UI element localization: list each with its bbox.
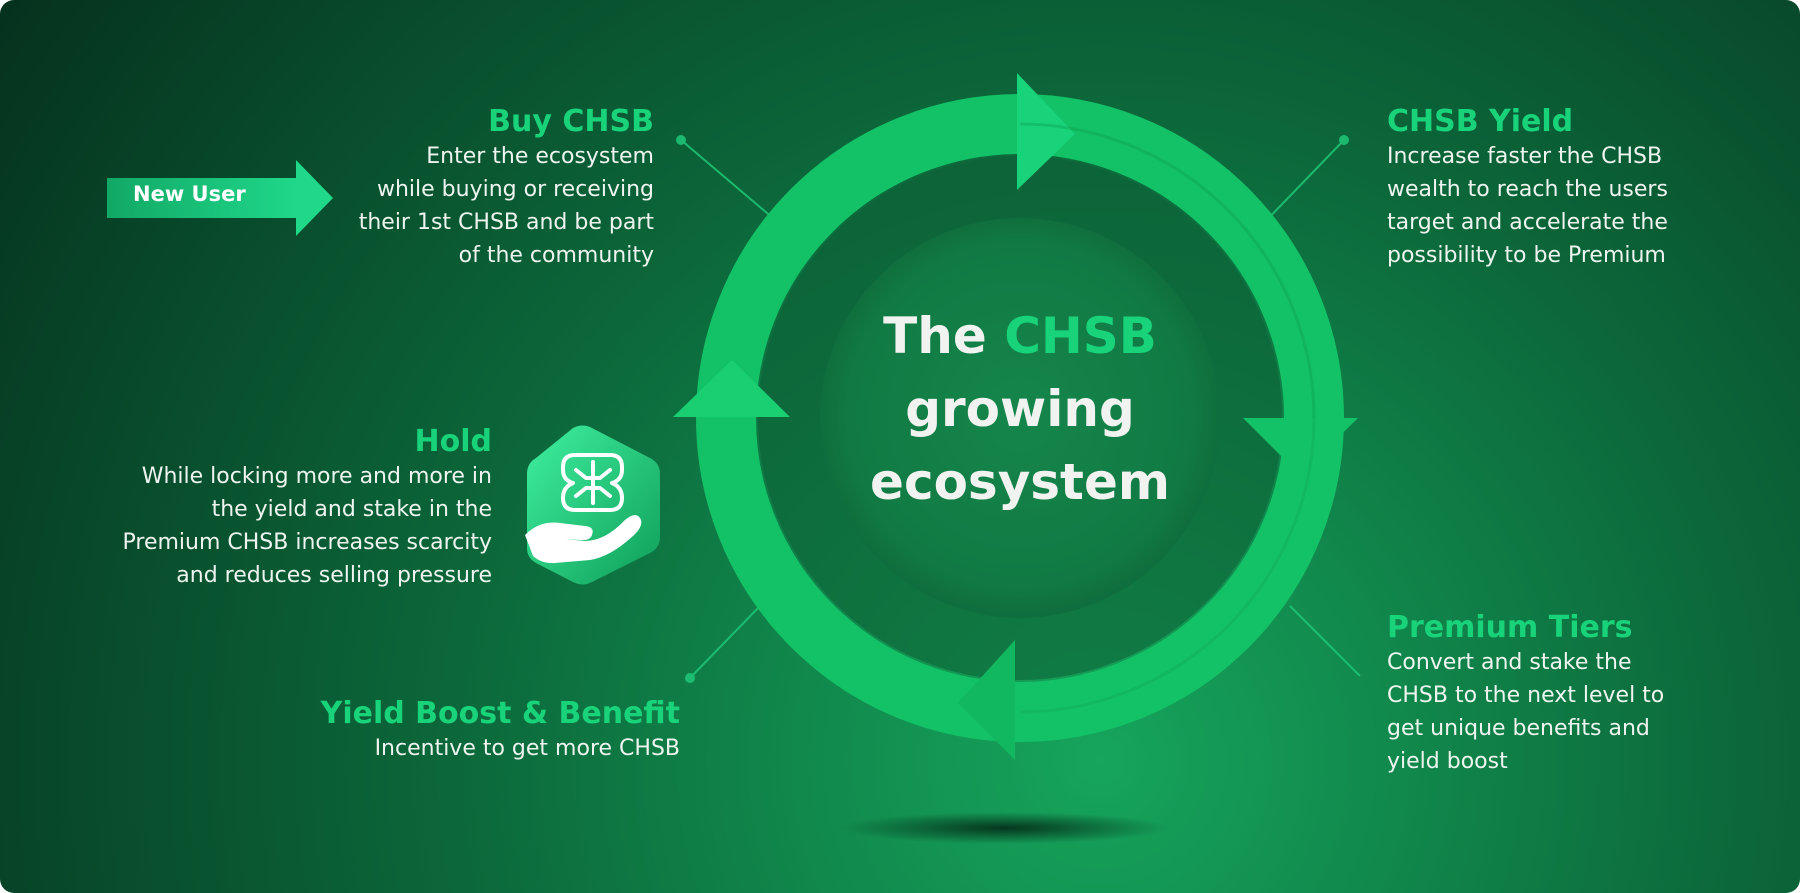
step-premium-line-2: CHSB to the next level to <box>1387 683 1665 708</box>
step-yield-line-2: wealth to reach the users <box>1387 177 1668 202</box>
center-title-line2: growing <box>905 380 1135 438</box>
arrow-right-icon <box>296 160 333 236</box>
step-buy-line-2: while buying or receiving <box>376 177 654 202</box>
connector-premium <box>1289 605 1361 677</box>
new-user-arrow <box>107 160 333 236</box>
cycle-shadow <box>840 812 1170 844</box>
step-premium-line-1: Convert and stake the <box>1387 650 1632 675</box>
step-buy-title: Buy CHSB <box>488 104 654 139</box>
connector-buy-dot <box>676 135 686 145</box>
center-title: The CHSB growing ecosystem <box>810 300 1230 519</box>
connector-yield-dot <box>1339 135 1349 145</box>
step-yield-line-4: possibility to be Premium <box>1387 243 1666 268</box>
hand-holding-brain-hexagon-icon <box>525 425 660 585</box>
step-hold-title: Hold <box>414 424 492 459</box>
step-hold-line-4: and reduces selling pressure <box>176 563 492 588</box>
arrow-head-bottom <box>958 640 1015 760</box>
step-premium: Premium Tiers Convert and stake the CHSB… <box>1387 610 1767 778</box>
step-yield-line-3: target and accelerate the <box>1387 210 1668 235</box>
arrow-head-left <box>673 360 790 417</box>
cycle-arrows <box>673 73 1358 760</box>
step-boost: Yield Boost & Benefit Incentive to get m… <box>300 696 680 765</box>
step-hold-line-2: the yield and stake in the <box>211 497 492 522</box>
step-hold: Hold While locking more and more in the … <box>72 424 492 592</box>
new-user-label: New User <box>133 182 246 206</box>
inner-circle <box>820 218 1220 618</box>
arrow-head-top <box>1017 73 1075 190</box>
connector-boost-dot <box>685 673 695 683</box>
center-title-line3: ecosystem <box>870 453 1170 511</box>
step-yield: CHSB Yield Increase faster the CHSB weal… <box>1387 104 1767 272</box>
connector-lines <box>676 135 1361 683</box>
arrow-head-right <box>1243 418 1358 475</box>
step-hold-line-1: While locking more and more in <box>141 464 492 489</box>
connector-yield <box>1261 139 1345 226</box>
step-buy-line-4: of the community <box>458 243 654 268</box>
center-title-highlight: CHSB <box>1004 307 1157 365</box>
step-buy-line-3: their 1st CHSB and be part <box>358 210 654 235</box>
step-yield-title: CHSB Yield <box>1387 104 1574 139</box>
step-boost-title: Yield Boost & Benefit <box>320 696 680 731</box>
step-premium-line-4: yield boost <box>1387 749 1508 774</box>
connector-buy <box>680 139 775 220</box>
step-buy-line-1: Enter the ecosystem <box>426 144 654 169</box>
step-premium-line-3: get unique benefits and <box>1387 716 1650 741</box>
center-title-line1: The CHSB <box>810 300 1230 373</box>
step-premium-title: Premium Tiers <box>1387 610 1633 645</box>
step-yield-line-1: Increase faster the CHSB <box>1387 144 1663 169</box>
step-boost-line-1: Incentive to get more CHSB <box>374 736 680 761</box>
step-buy: Buy CHSB Enter the ecosystem while buyin… <box>254 104 654 272</box>
step-hold-line-3: Premium CHSB increases scarcity <box>122 530 492 555</box>
center-title-prefix: The <box>883 307 987 365</box>
connector-boost <box>689 605 761 679</box>
